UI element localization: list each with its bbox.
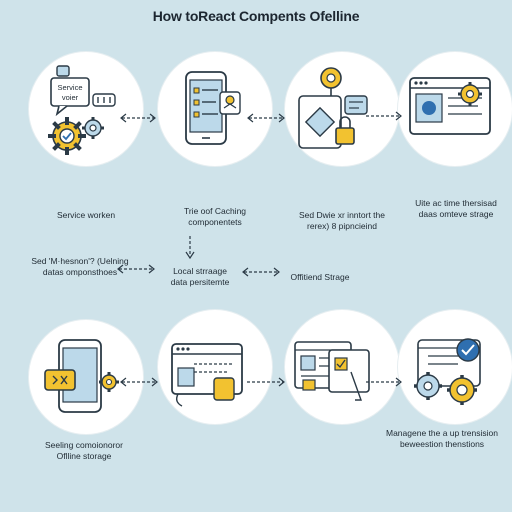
caption-line: datas omponsthoes <box>42 267 118 277</box>
gear-icon <box>447 375 477 405</box>
caption-line: Offitiend Strage <box>290 272 350 282</box>
caching-phone-illustration <box>158 52 272 166</box>
page-title: How toReact Compents Ofelline <box>152 8 360 24</box>
browser-window-illustration <box>398 52 512 166</box>
service-worker-illustration: Service voier <box>29 52 143 166</box>
caption-offline-storage: Seeling comoionoror Oflline storage <box>14 440 154 462</box>
caption-offline-network: Sed Dwie xr inntort the rerex) 8 pipncie… <box>272 210 412 232</box>
offline-network-illustration <box>285 52 399 166</box>
subcaption-3: Offitiend Strage <box>250 272 390 283</box>
gear-icon <box>414 372 442 400</box>
storage-phone-illustration <box>29 320 143 434</box>
caption-managing-transitions: Managene the a up trensision beweestion … <box>372 428 512 450</box>
gear-icon <box>99 372 119 392</box>
connector-arrow <box>120 113 156 123</box>
connector-arrow <box>185 236 195 260</box>
caption-line: data persitemte <box>170 277 230 287</box>
chat-bubble-icon <box>44 369 76 391</box>
bubble-line1: Service <box>57 83 82 92</box>
caption-caching: Trie oof Caching componentets <box>145 206 285 228</box>
connector-arrow <box>117 264 155 274</box>
caption-browser-storage: Uite ac time thersisad daas omteve strag… <box>386 198 512 220</box>
caption-line: Local strraage <box>173 266 227 276</box>
connector-arrow <box>247 377 285 387</box>
browser-cards-illustration <box>158 310 272 424</box>
caption-line: componentets <box>188 217 242 227</box>
connector-arrow <box>366 377 402 387</box>
caption-line: Seeling comoionoror <box>45 440 123 450</box>
caption-line: daas omteve strage <box>418 209 494 219</box>
caption-line: Trie oof Caching <box>183 206 247 216</box>
check-circle-icon <box>456 338 480 362</box>
subcaption-2: Local strraage data persitemte <box>130 266 270 288</box>
connector-arrow <box>247 113 285 123</box>
bubble-line2: voier <box>62 93 79 102</box>
lock-icon <box>335 116 355 145</box>
speech-bubble-icon <box>50 77 90 107</box>
caption-line: Oflline storage <box>56 451 112 461</box>
caption-line: rerex) 8 pipncieind <box>307 221 377 231</box>
caption-line: Service worken <box>56 210 116 220</box>
caption-line: Sed Dwie xr inntort the <box>299 210 385 220</box>
caption-line: Managene the a up trensision <box>386 428 498 438</box>
caption-service-worker: Service worken <box>16 210 156 221</box>
multi-window-illustration <box>285 310 399 424</box>
connector-arrow <box>366 111 402 121</box>
location-pin-icon <box>320 67 342 96</box>
gear-icon <box>458 82 482 106</box>
diamond-icon <box>304 106 336 138</box>
caption-line: Sed 'M·hesnon'? (Uelning <box>31 256 129 266</box>
sync-gears-illustration <box>398 310 512 424</box>
subcaption-1: Sed 'M·hesnon'? (Uelning datas omponstho… <box>10 256 150 278</box>
caption-line: Uite ac time thersisad <box>415 198 497 208</box>
connector-arrow <box>120 377 158 387</box>
gear-icon <box>48 117 86 155</box>
connector-arrow <box>242 267 280 277</box>
caption-line: beweestion thenstions <box>399 439 485 449</box>
gear-icon <box>82 117 104 139</box>
